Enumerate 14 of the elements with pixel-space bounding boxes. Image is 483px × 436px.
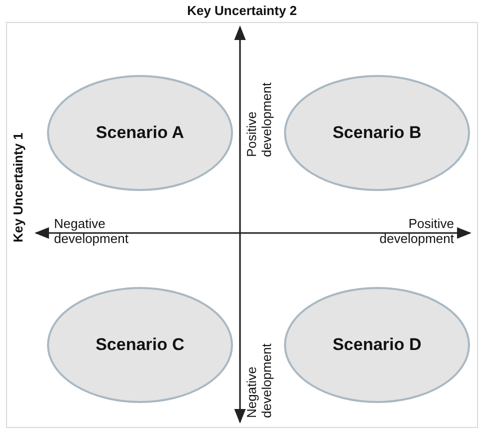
axis-end-label: Positive development — [244, 82, 274, 157]
scenario-label: Scenario B — [332, 123, 422, 143]
axis-end-label: Negative development — [244, 342, 274, 418]
scenario-ellipse — [47, 75, 233, 191]
axis-title: Key Uncertainty 1 — [10, 132, 26, 244]
axis-end-label: Positive development — [378, 216, 454, 246]
scenario-label: Scenario C — [94, 335, 186, 355]
scenario-ellipse — [284, 75, 470, 191]
scenario-ellipse — [284, 287, 470, 403]
axis-title: Key Uncertainty 2 — [186, 3, 298, 18]
scenario-label: Scenario D — [332, 335, 422, 355]
axis-end-label: Negative development — [54, 216, 130, 246]
scenario-ellipse — [47, 287, 233, 403]
scenario-label: Scenario A — [94, 123, 186, 143]
